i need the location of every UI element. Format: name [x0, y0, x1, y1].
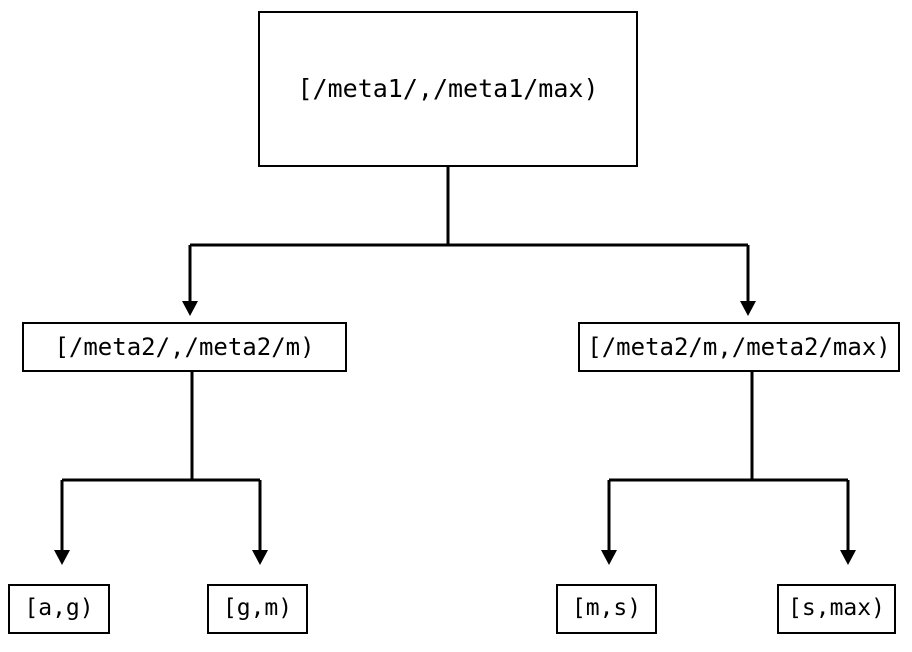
tree-node-root[interactable]: [/meta1/,/meta1/max): [258, 11, 638, 167]
arrowhead-leaf-smax: [840, 550, 856, 565]
tree-node-leaf-smax[interactable]: [s,max): [777, 584, 896, 634]
arrowhead-leaf-ms: [601, 550, 617, 565]
arrowhead-leaf-ag: [54, 550, 70, 565]
arrowhead-mid-left: [182, 301, 198, 316]
tree-node-mid-left-label: [/meta2/,/meta2/m): [54, 332, 315, 361]
tree-node-mid-right-label: [/meta2/m,/meta2/max): [587, 332, 891, 361]
tree-node-leaf-ag-label: [a,g): [24, 595, 94, 622]
tree-node-leaf-gm-label: [g,m): [222, 595, 293, 622]
tree-node-leaf-ms-label: [m,s): [571, 595, 642, 622]
arrowhead-mid-right: [740, 301, 756, 316]
tree-node-mid-right[interactable]: [/meta2/m,/meta2/max): [578, 322, 900, 372]
edge-mid-right-to-leaves-group: [601, 372, 856, 565]
edge-mid-left-to-leaves-group: [54, 372, 268, 565]
tree-node-leaf-ms[interactable]: [m,s): [556, 584, 657, 634]
edge-root-to-mid-group: [182, 167, 756, 316]
tree-node-leaf-gm[interactable]: [g,m): [207, 584, 308, 634]
tree-node-leaf-smax-label: [s,max): [788, 595, 885, 622]
tree-node-root-label: [/meta1/,/meta1/max): [297, 74, 599, 104]
tree-node-mid-left[interactable]: [/meta2/,/meta2/m): [22, 322, 347, 372]
tree-node-leaf-ag[interactable]: [a,g): [8, 584, 110, 634]
arrowhead-leaf-gm: [252, 550, 268, 565]
